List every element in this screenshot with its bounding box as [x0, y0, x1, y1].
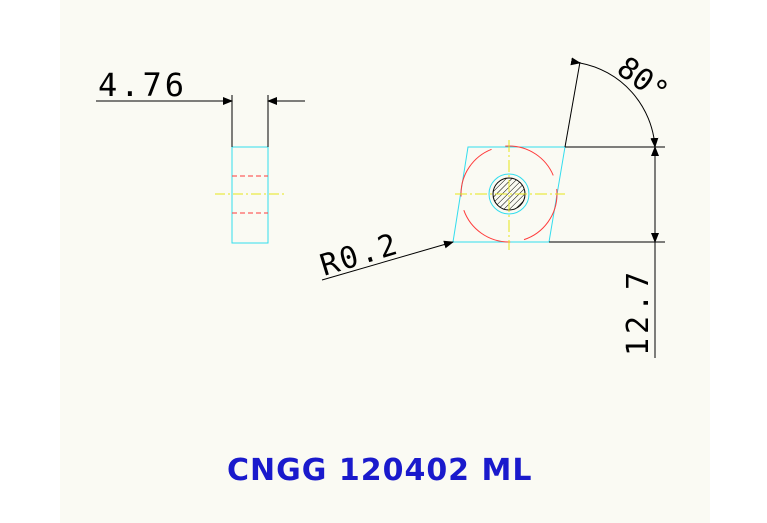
- center-hole: [488, 173, 530, 215]
- size-label: 12.7: [621, 268, 656, 356]
- angle-arc: [570, 57, 659, 148]
- drawing-background-top-left: [60, 0, 392, 305]
- radius-leader-line: [321, 240, 454, 281]
- thickness-label: 4.76: [98, 66, 187, 104]
- part-code-caption: CNGG 120402 ML: [227, 453, 532, 488]
- thickness-dimension: 4.76: [96, 66, 305, 105]
- side-view-outline: [231, 146, 269, 244]
- drawing-background-bottom: [60, 305, 710, 523]
- size-dimension: 12.7: [549, 146, 665, 358]
- drawing-background-top-right: [392, 0, 710, 305]
